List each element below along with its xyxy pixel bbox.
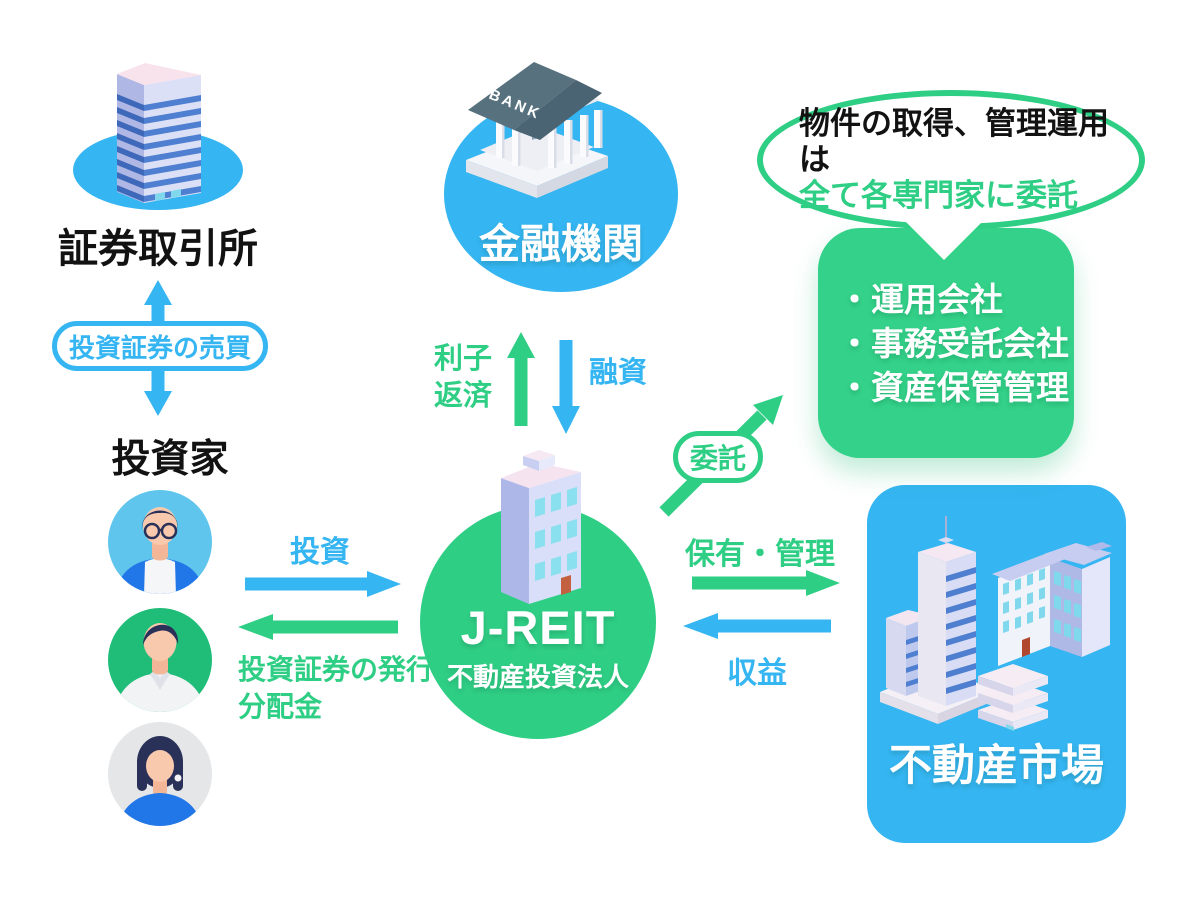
investors-label: 投資家 <box>111 438 229 481</box>
bank-circle <box>444 96 678 292</box>
invest-label: 投資 <box>290 536 350 569</box>
bubble-line1: 物件の取得、管理運用は <box>799 106 1109 177</box>
consign-label: 委託 <box>689 443 746 474</box>
repay-label: 利子 返済 <box>434 341 492 415</box>
market-label: 不動産市場 <box>889 742 1104 790</box>
experts-box: ・運用会社 ・事務受託会社 ・資産保管管理 <box>818 228 1074 458</box>
revenue-left-arrow-icon <box>683 613 831 639</box>
loan-down-arrow-icon <box>552 340 580 434</box>
bank-label: 金融機関 <box>479 221 643 267</box>
issue-label-line2: 分配金 <box>238 691 323 722</box>
revenue-label: 収益 <box>727 657 787 690</box>
issue-label-line1: 投資証券の発行 <box>238 654 435 685</box>
repay-label-line1: 利子 <box>434 343 493 375</box>
issue-label: 投資証券の発行 分配金 <box>238 651 434 725</box>
repay-up-arrow-icon <box>507 332 535 426</box>
city-buildings-icon <box>880 516 1112 731</box>
hold-right-arrow-icon <box>692 570 840 596</box>
loan-label: 融資 <box>589 357 648 389</box>
hold-label: 保有・管理 <box>685 538 835 571</box>
man-glasses-avatar-icon <box>108 490 212 594</box>
jreit-subtitle: 不動産投資法人 <box>446 662 629 692</box>
man-avatar-icon <box>108 608 212 712</box>
experts-item-2: ・事務受託会社 <box>838 325 1069 362</box>
experts-item-1: ・運用会社 <box>838 281 1003 318</box>
jreit-title: J-REIT <box>460 601 616 654</box>
consign-pill: 委託 <box>673 431 763 483</box>
repay-label-line2: 返済 <box>434 380 493 412</box>
experts-speech-bubble: 物件の取得、管理運用は 全て各専門家に委託 <box>757 90 1145 230</box>
issue-left-arrow-icon <box>238 614 398 640</box>
trade-flow-label: 投資証券の売買 <box>68 332 251 363</box>
bubble-line2: 全て各専門家に委託 <box>799 178 1078 213</box>
bank-building-icon: BANK <box>466 62 608 198</box>
invest-right-arrow-icon <box>245 571 401 597</box>
experts-item-3: ・資産保管管理 <box>838 369 1069 406</box>
apartment-building-icon <box>501 450 581 604</box>
woman-avatar-icon <box>108 722 212 826</box>
stock-exchange-label: 証券取引所 <box>58 227 258 271</box>
trade-flow-pill: 投資証券の売買 <box>52 321 268 371</box>
speech-bubble-tail <box>898 214 990 260</box>
striped-office-tower-icon <box>117 63 201 203</box>
market-box: 不動産市場 <box>867 485 1126 843</box>
